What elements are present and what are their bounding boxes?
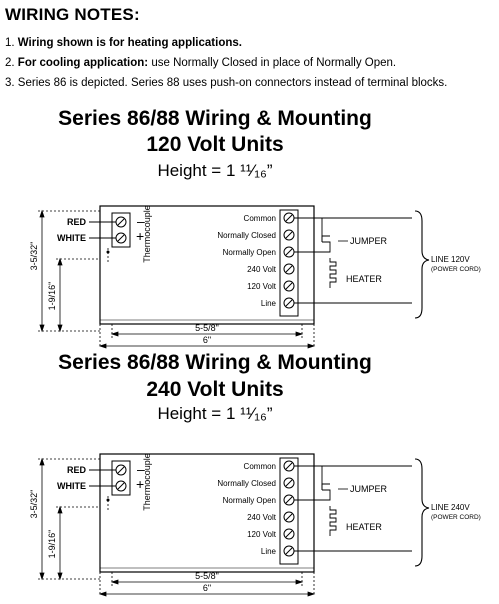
plus-sign: + bbox=[136, 476, 144, 492]
line-voltage-label: LINE 240V bbox=[431, 503, 470, 512]
jumper-label: JUMPER bbox=[350, 484, 388, 494]
output-wiring bbox=[294, 217, 412, 304]
diagram-title-line2: 240 Volt Units bbox=[146, 378, 284, 401]
note-number: 3. bbox=[5, 77, 15, 89]
height-label: Height = 1 ¹¹⁄₁₆” bbox=[157, 161, 273, 180]
terminal-label-normally-closed: Normally Closed bbox=[217, 479, 276, 488]
note-2: 2. For cooling application: use Normally… bbox=[5, 57, 396, 69]
controller-body bbox=[99, 453, 315, 573]
dimension-height: 3-5/32" bbox=[29, 242, 39, 271]
note-number: 1. bbox=[5, 37, 15, 49]
note-bold-text: For cooling application: bbox=[17, 57, 149, 69]
dimension-height: 3-5/32" bbox=[29, 490, 39, 519]
dimension-offset: 1-9/16" bbox=[47, 530, 57, 559]
heater-element bbox=[329, 258, 337, 288]
terminal-label-120-volt: 120 Volt bbox=[247, 530, 277, 539]
diagram-120v: 3-5/32" 1-9/16" – + Thermocouple RED WHI… bbox=[0, 196, 499, 356]
terminal-label-normally-open: Normally Open bbox=[223, 496, 276, 505]
diagram-240v: 3-5/32" 1-9/16" – + Thermocouple RED WHI… bbox=[0, 444, 499, 604]
dimension-outer-width: 6" bbox=[203, 335, 211, 345]
line-brace bbox=[414, 458, 430, 567]
diagram-title-line2: 120 Volt Units bbox=[146, 133, 284, 156]
red-wire-label: RED bbox=[67, 465, 87, 475]
terminal-label-120-volt: 120 Volt bbox=[247, 282, 277, 291]
wiring-diagram: 3-5/32" 1-9/16" – + Thermocouple RED WHI… bbox=[29, 205, 481, 349]
thermocouple-leads bbox=[89, 221, 116, 239]
note-text: use Normally Closed in place of Normally… bbox=[148, 57, 397, 69]
terminal-label-common: Common bbox=[244, 214, 276, 223]
dimension-offset: 1-9/16" bbox=[47, 282, 57, 311]
thermocouple-label: Thermocouple bbox=[142, 453, 152, 511]
jumper-label: JUMPER bbox=[350, 236, 388, 246]
red-wire-label: RED bbox=[67, 217, 87, 227]
white-wire-label: WHITE bbox=[57, 481, 86, 491]
note-text: Series 86 is depicted. Series 88 uses pu… bbox=[17, 77, 448, 89]
note-1: 1. Wiring shown is for heating applicati… bbox=[5, 37, 242, 49]
power-cord-label: (POWER CORD) bbox=[431, 266, 481, 273]
note-bold-text: Wiring shown is for heating applications… bbox=[17, 37, 242, 49]
power-cord-label: (POWER CORD) bbox=[431, 514, 481, 521]
line-brace bbox=[414, 210, 430, 319]
heater-label: HEATER bbox=[346, 274, 382, 284]
terminal-label-normally-closed: Normally Closed bbox=[217, 231, 276, 240]
bottom-dimension-lines bbox=[98, 324, 316, 349]
terminal-screws bbox=[283, 212, 295, 309]
terminal-label-normally-open: Normally Open bbox=[223, 248, 276, 257]
note-3: 3. Series 86 is depicted. Series 88 uses… bbox=[5, 77, 447, 89]
diagram-title-line1: Series 86/88 Wiring & Mounting bbox=[58, 107, 372, 130]
terminal-label-line: Line bbox=[261, 299, 277, 308]
minus-sign: – bbox=[137, 461, 145, 477]
output-wiring bbox=[294, 465, 412, 552]
white-wire-label: WHITE bbox=[57, 233, 86, 243]
dimension-inner-width: 5-5/8" bbox=[195, 571, 219, 581]
height-label: Height = 1 ¹¹⁄₁₆” bbox=[157, 404, 273, 423]
note-number: 2. bbox=[5, 57, 15, 69]
controller-body bbox=[99, 205, 315, 325]
wiring-diagram: 3-5/32" 1-9/16" – + Thermocouple RED WHI… bbox=[29, 453, 481, 597]
heater-label: HEATER bbox=[346, 522, 382, 532]
terminal-label-common: Common bbox=[244, 462, 276, 471]
left-dimension-lines bbox=[38, 457, 100, 581]
terminal-label-240-volt: 240 Volt bbox=[247, 265, 277, 274]
left-dimension-lines bbox=[38, 209, 100, 333]
dimension-outer-width: 6" bbox=[203, 583, 211, 593]
line-voltage-label: LINE 120V bbox=[431, 255, 470, 264]
plus-sign: + bbox=[136, 228, 144, 244]
terminal-label-240-volt: 240 Volt bbox=[247, 513, 277, 522]
thermocouple-label: Thermocouple bbox=[142, 205, 152, 263]
heater-element bbox=[329, 506, 337, 536]
terminal-screws bbox=[283, 460, 295, 557]
dimension-inner-width: 5-5/8" bbox=[195, 323, 219, 333]
minus-sign: – bbox=[137, 213, 145, 229]
wiring-notes-title: WIRING NOTES: bbox=[5, 5, 140, 24]
diagram-title-line1: Series 86/88 Wiring & Mounting bbox=[58, 351, 372, 374]
terminal-label-line: Line bbox=[261, 547, 277, 556]
thermocouple-leads bbox=[89, 469, 116, 487]
bottom-dimension-lines bbox=[98, 572, 316, 597]
